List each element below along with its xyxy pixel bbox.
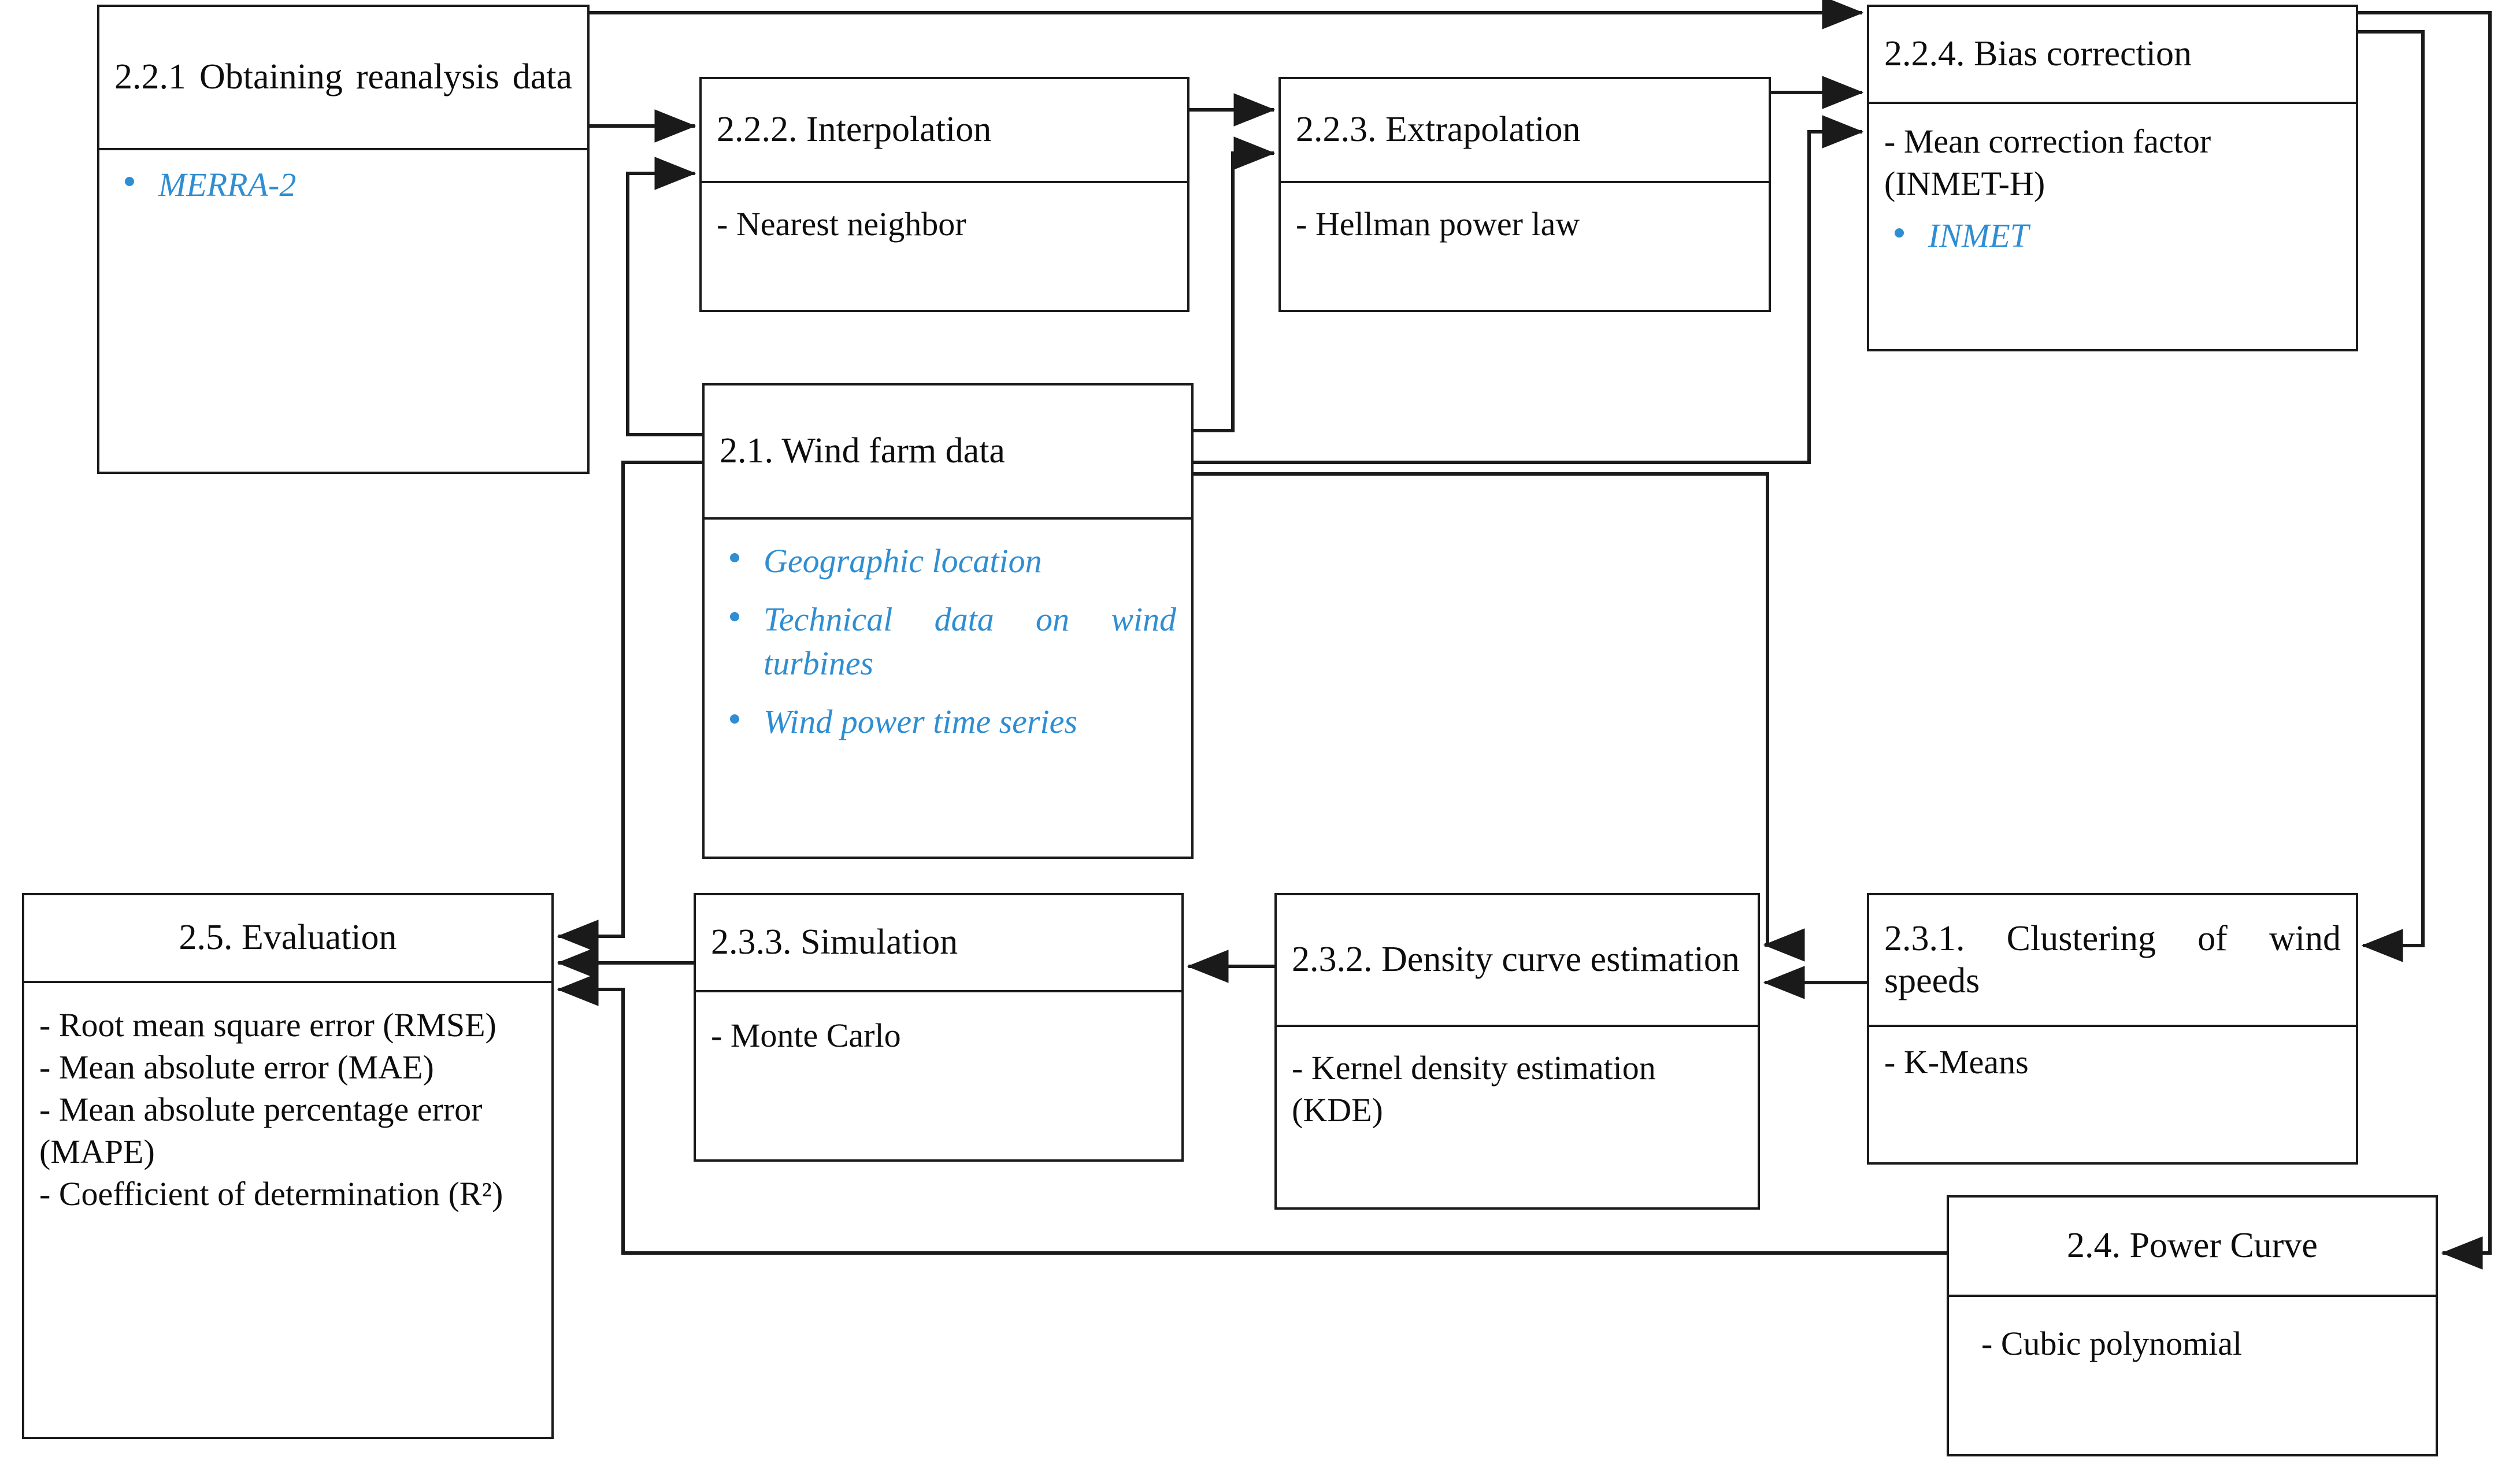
edge-windfarm-to-interpolation [626, 157, 702, 436]
node-wind-farm-data[interactable]: 2.1. Wind farm data Geographic location … [702, 383, 1194, 859]
node-title: 2.4. Power Curve [2067, 1226, 2318, 1266]
node-title: 2.3.2. Density curve estimation [1292, 940, 1740, 980]
node-header: 2.3.2. Density curve estimation [1277, 895, 1758, 1027]
edge-windfarm-to-density [1194, 472, 1769, 947]
node-title: 2.3.1. Clustering of wind speeds [1884, 918, 2341, 1000]
node-evaluation[interactable]: 2.5. Evaluation - Root mean square error… [22, 893, 554, 1439]
bullet-dot-icon [730, 714, 739, 724]
node-list-item: - Kernel density estimation (KDE) [1292, 1049, 1656, 1129]
node-body: - Root mean square error (RMSE) - Mean a… [24, 983, 551, 1221]
edge-bias-to-powercurve [2358, 11, 2492, 1270]
node-bias-correction[interactable]: 2.2.4. Bias correction - Mean correction… [1867, 5, 2358, 351]
node-header: 2.2.1 Obtaining reanalysis data [99, 7, 587, 150]
node-header: 2.5. Evaluation [24, 895, 551, 983]
node-header: 2.2.2. Interpolation [702, 79, 1187, 183]
bullet-dot-icon [730, 553, 739, 563]
node-extrapolation[interactable]: 2.2.3. Extrapolation - Hellman power law [1278, 77, 1771, 312]
edge-windfarm-to-evaluation [557, 461, 702, 953]
node-title: 2.5. Evaluation [179, 918, 397, 958]
node-list-item: - Mean absolute error (MAE) [39, 1048, 434, 1087]
node-body: - Kernel density estimation (KDE) [1277, 1027, 1758, 1137]
list-item: Wind power time series [720, 700, 1176, 743]
node-header: 2.4. Power Curve [1949, 1198, 2436, 1297]
bullet-list: MERRA-2 [114, 163, 572, 206]
node-body: - Cubic polynomial [1949, 1297, 2436, 1373]
node-body: - K-Means [1869, 1027, 2356, 1091]
node-interpolation[interactable]: 2.2.2. Interpolation - Nearest neighbor [699, 77, 1189, 312]
bullet-dot-icon [1895, 228, 1904, 238]
node-list-item: - Monte Carlo [711, 1017, 901, 1054]
node-list-item: - Nearest neighbor [717, 205, 966, 243]
node-list-item: - Cubic polynomial [1981, 1325, 2243, 1362]
node-header: 2.2.4. Bias correction [1869, 7, 2356, 104]
bullet-dot-icon [730, 611, 739, 621]
node-title: 2.3.3. Simulation [711, 922, 958, 962]
node-list-item: - Mean absolute percentage error (MAPE) [39, 1091, 483, 1171]
node-simulation[interactable]: 2.3.3. Simulation - Monte Carlo [694, 893, 1184, 1162]
node-title: 2.1. Wind farm data [720, 431, 1005, 471]
node-title: 2.2.3. Extrapolation [1296, 110, 1581, 150]
node-power-curve[interactable]: 2.4. Power Curve - Cubic polynomial [1947, 1195, 2438, 1456]
edge-bias-to-clustering [2358, 30, 2425, 962]
node-header: 2.3.1. Clustering of wind speeds [1869, 895, 2356, 1027]
node-header: 2.3.3. Simulation [696, 895, 1181, 992]
node-body: - Hellman power law [1281, 183, 1769, 253]
node-body: - Monte Carlo [696, 992, 1181, 1065]
bullet-dot-icon [125, 177, 134, 187]
node-body: - Nearest neighbor [702, 183, 1187, 253]
list-item: Geographic location [720, 539, 1176, 583]
list-item: INMET [1884, 214, 2341, 257]
node-header: 2.2.3. Extrapolation [1281, 79, 1769, 183]
list-item: Technical data on wind turbines [720, 598, 1176, 685]
node-body: - Mean correction factor (INMET-H) INMET [1869, 104, 2356, 264]
node-header: 2.1. Wind farm data [705, 385, 1191, 520]
node-title: 2.2.4. Bias correction [1884, 34, 2192, 74]
node-clustering-wind-speeds[interactable]: 2.3.1. Clustering of wind speeds - K-Mea… [1867, 893, 2358, 1165]
node-list-item: - Root mean square error (RMSE) [39, 1006, 496, 1044]
node-list-item: - Hellman power law [1296, 205, 1580, 243]
node-density-curve-estimation[interactable]: 2.3.2. Density curve estimation - Kernel… [1274, 893, 1760, 1210]
list-item: MERRA-2 [114, 163, 572, 206]
node-title: 2.2.2. Interpolation [717, 110, 992, 150]
node-list-item: - Coefficient of determination (R²) [39, 1175, 503, 1213]
node-list-item: - K-Means [1884, 1043, 2029, 1081]
edge-windfarm-to-extrapolation [1194, 136, 1276, 432]
node-list-item: - Mean correction factor (INMET-H) [1884, 123, 2211, 203]
bullet-list: INMET [1884, 214, 2341, 257]
bullet-list: Geographic location Technical data on wi… [720, 539, 1176, 744]
node-obtaining-reanalysis-data[interactable]: 2.2.1 Obtaining reanalysis data MERRA-2 [97, 5, 590, 474]
node-body: Geographic location Technical data on wi… [705, 520, 1191, 750]
node-body: MERRA-2 [99, 150, 587, 212]
node-title: 2.2.1 Obtaining reanalysis data [114, 57, 572, 97]
